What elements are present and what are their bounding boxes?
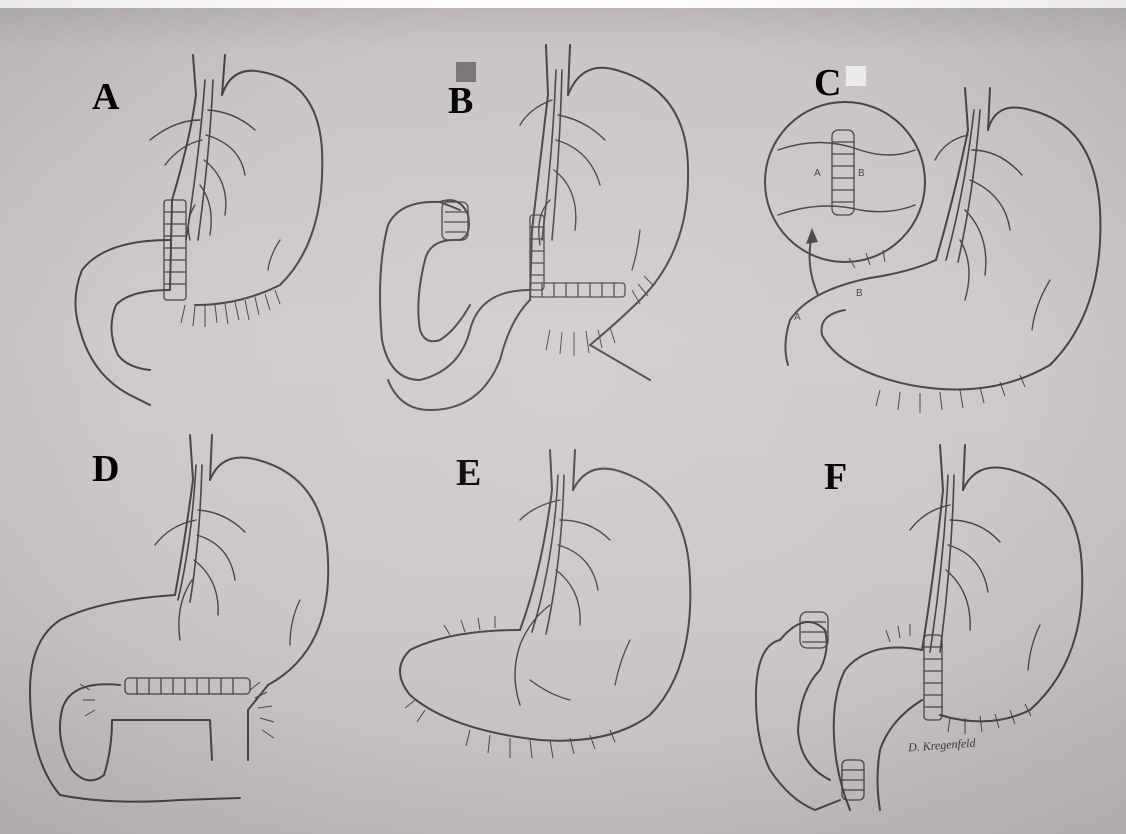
panel-c-arrow-label-b: B (856, 288, 863, 299)
panel-c-inset-label-a: A (814, 168, 821, 179)
panel-a-omentum (181, 290, 280, 327)
panel-f: F D. Kregenfeld (750, 420, 1126, 834)
panel-b-drawing (370, 0, 750, 430)
panel-e: E (370, 420, 750, 834)
panel-c-arrow-head (806, 228, 818, 244)
panel-d-label: D (92, 450, 119, 488)
panel-a-label: A (92, 78, 119, 116)
panel-b-label: B (448, 82, 473, 120)
panel-f-label: F (824, 458, 847, 496)
panel-c-inset-staple (832, 130, 854, 215)
panel-a-staple-line (164, 200, 186, 300)
panel-d-drawing (0, 420, 370, 834)
panel-d-omentum (80, 682, 274, 738)
panel-c-inset-label-b: B (858, 168, 865, 179)
panel-a-drawing (0, 0, 380, 415)
panel-e-label: E (456, 454, 481, 492)
panel-b-omentum (546, 276, 654, 356)
panel-d: D (0, 420, 370, 834)
panel-c: A B A B C (760, 0, 1126, 430)
panel-b: B (370, 0, 750, 430)
panel-f-staple-line (800, 612, 942, 800)
panel-b-marker-square (456, 62, 476, 82)
panel-f-drawing (750, 420, 1126, 834)
panel-a: A (0, 0, 380, 415)
panel-e-drawing (370, 420, 750, 834)
panel-c-inset-circle (765, 102, 925, 262)
panel-c-arrow-label-a: A (794, 312, 801, 323)
panel-d-staple-line (125, 678, 250, 694)
panel-c-label: C (814, 64, 841, 102)
panel-c-marker-square (846, 66, 866, 86)
